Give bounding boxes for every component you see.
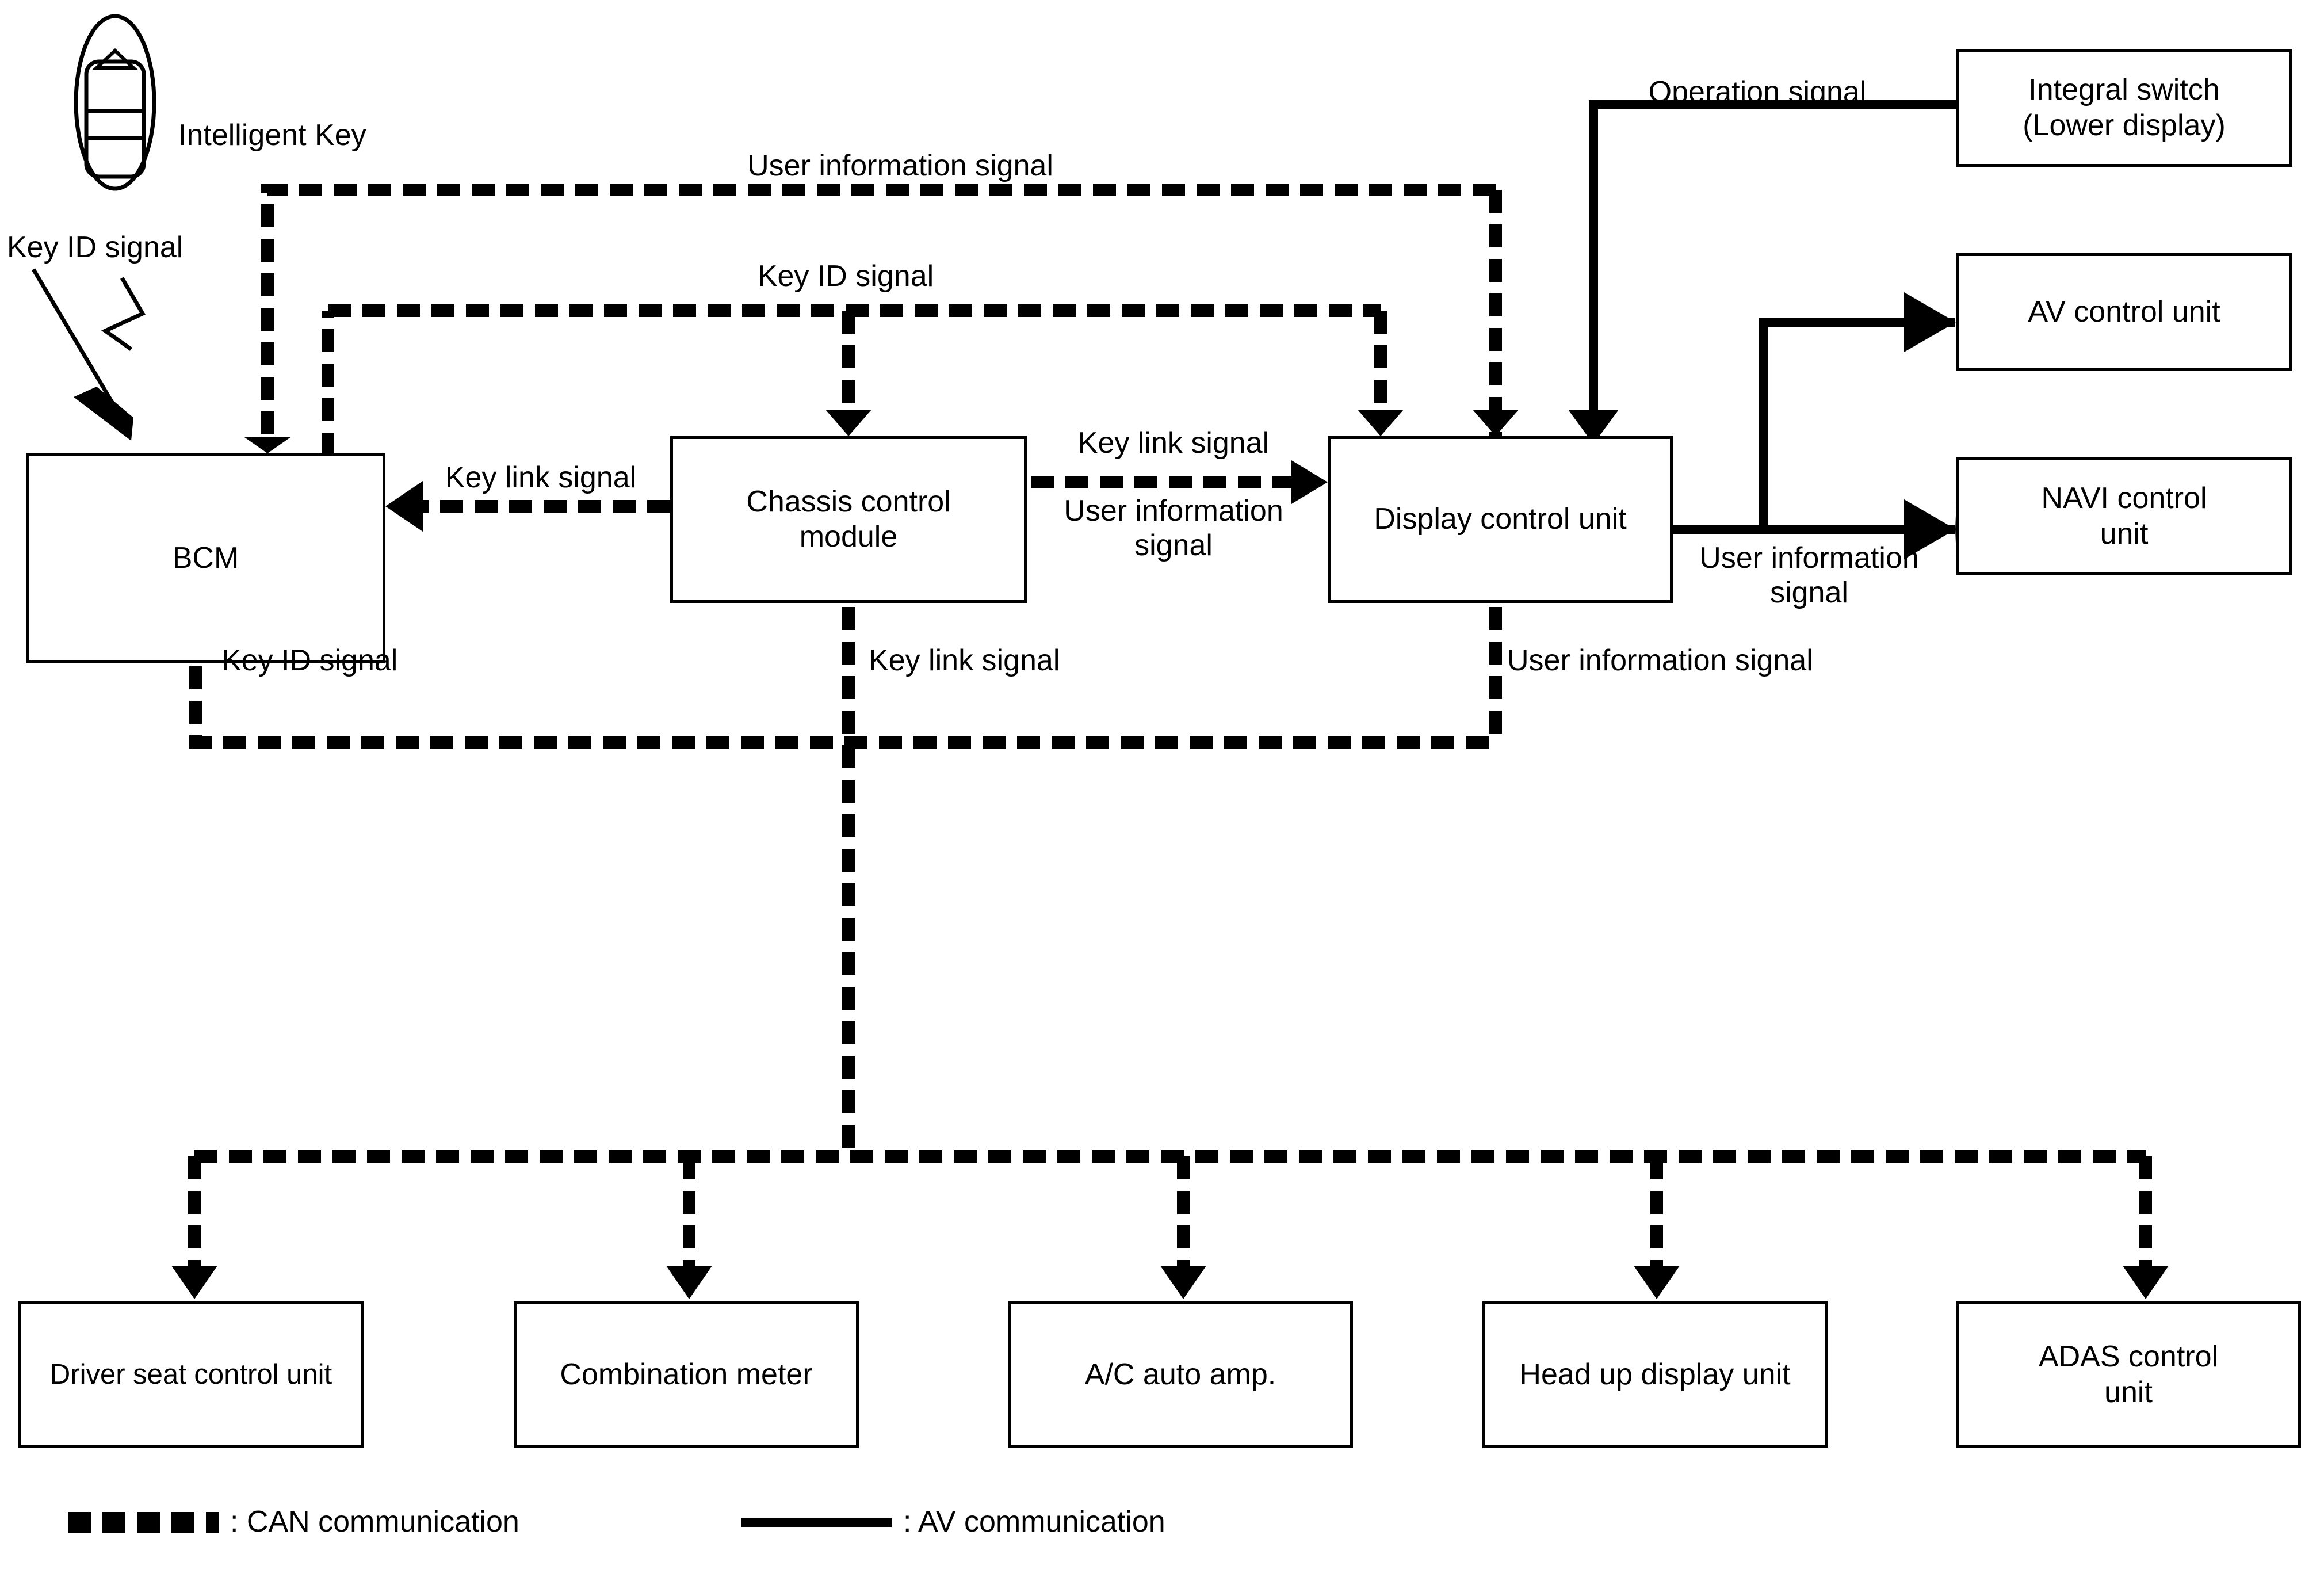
label-intelligent-key: Intelligent Key [178, 119, 366, 152]
label-key-id-signal-top: Key ID signal [757, 259, 934, 293]
label-key-id-signal-wireless: Key ID signal [7, 231, 184, 264]
arrow-into-display-keylink [1291, 460, 1328, 504]
label-user-information-signal-right: User information signal [1699, 541, 1919, 610]
label-key-link-signal-to-bcm: Key link signal [445, 461, 637, 494]
box-display-control-unit[interactable]: Display control unit [1328, 436, 1673, 603]
arrow-into-display-keyid [1358, 410, 1404, 436]
box-head-up-display-unit[interactable]: Head up display unit [1482, 1301, 1828, 1448]
label-key-link-signal-down: Key link signal [869, 644, 1060, 677]
arrow-into-driver-seat [171, 1266, 217, 1299]
label-operation-signal: Operation signal [1648, 75, 1867, 109]
label-key-link-signal-mid: Key link signal [1077, 426, 1270, 460]
arrow-into-hud [1634, 1266, 1680, 1299]
arrow-into-adas [2123, 1266, 2169, 1299]
arrow-into-bcm-userinfo [244, 437, 290, 453]
box-navi-control-unit[interactable]: NAVI control unit [1956, 457, 2292, 575]
label-user-information-signal-top: User information signal [747, 149, 1053, 182]
arrow-into-navi [1904, 499, 1956, 559]
box-driver-seat-control-unit[interactable]: Driver seat control unit [18, 1301, 364, 1448]
can-bus-group [188, 184, 2152, 1266]
box-av-control-unit[interactable]: AV control unit [1956, 253, 2292, 371]
can-key-link-to-bcm [385, 481, 670, 532]
legend-can-label: : CAN communication [230, 1505, 519, 1538]
box-integral-switch[interactable]: Integral switch (Lower display) [1956, 49, 2292, 167]
legend-av-label: : AV communication [903, 1505, 1165, 1538]
can-user-info-top [261, 184, 1496, 437]
label-user-information-signal-mid: User information signal [1064, 494, 1283, 563]
box-ac-auto-amp[interactable]: A/C auto amp. [1008, 1301, 1353, 1448]
box-chassis-control-module[interactable]: Chassis control module [670, 436, 1027, 603]
arrow-into-combination [666, 1266, 712, 1299]
box-combination-meter[interactable]: Combination meter [514, 1301, 859, 1448]
arrow-into-ac [1160, 1266, 1206, 1299]
label-user-information-signal-down: User information signal [1507, 644, 1813, 677]
av-arrowheads [1568, 292, 1956, 559]
intelligent-key-fob-icon [74, 14, 156, 191]
arrow-into-display-operation [1568, 410, 1619, 444]
can-lower-loop [189, 666, 1496, 749]
av-operation-signal [1589, 100, 1956, 410]
label-key-id-signal-bcm-down: Key ID signal [221, 644, 398, 677]
box-bcm[interactable]: BCM [26, 453, 385, 663]
key-id-wireless-arrow [31, 268, 146, 441]
box-adas-control-unit[interactable]: ADAS control unit [1956, 1301, 2301, 1448]
arrow-into-av-unit [1904, 292, 1956, 352]
arrow-into-display-userinfo [1473, 410, 1519, 436]
arrow-into-chassis-keyid [825, 410, 871, 436]
av-to-av-unit [1759, 318, 1955, 529]
